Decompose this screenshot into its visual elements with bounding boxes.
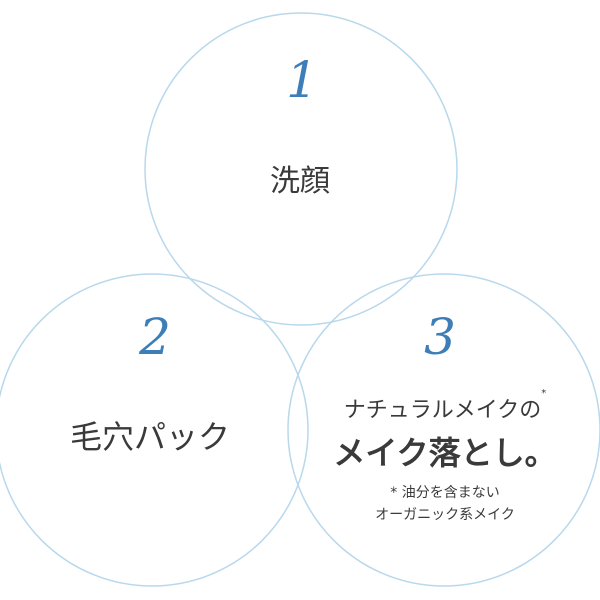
step-3-note-line2: オーガニック系メイク [375, 507, 515, 523]
step-1-number: 1 [286, 51, 318, 109]
step-1-label: 洗顔 [270, 164, 330, 199]
step-3-note: * 油分を含まない オーガニック系メイク [310, 482, 580, 526]
step-2-number: 2 [139, 308, 171, 366]
step-3-label-line1-text: ナチュラルメイクの [343, 398, 542, 423]
circle-step-3 [287, 273, 600, 587]
step-3-label-line2: メイク落とし。 [333, 434, 557, 472]
step-2-label: 毛穴パック [69, 418, 230, 456]
step-3-number: 3 [424, 308, 456, 366]
circle-step-1 [144, 12, 458, 326]
step-3-note-line1: * 油分を含まない [390, 485, 500, 501]
step-3-label-line1: ナチュラルメイクの* [310, 388, 580, 424]
circle-step-2 [0, 273, 309, 587]
step-3-asterisk: * [541, 388, 547, 399]
